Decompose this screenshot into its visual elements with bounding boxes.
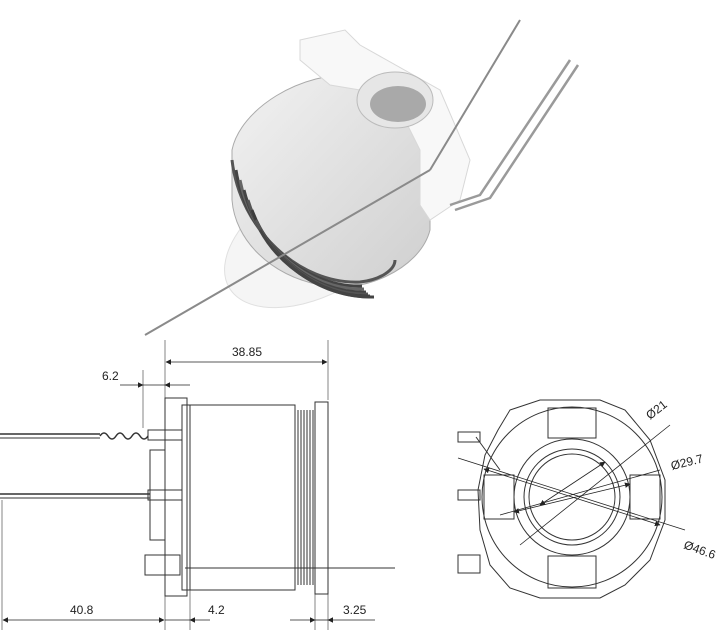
bobbin-flange-left bbox=[164, 397, 188, 597]
terminal-bottom bbox=[144, 554, 181, 576]
front-terminal-2 bbox=[457, 489, 481, 501]
label-end-flange: 3.25 bbox=[343, 603, 367, 617]
side-view bbox=[0, 340, 395, 630]
label-overall-length: 38.85 bbox=[232, 345, 262, 359]
side-windings bbox=[294, 410, 314, 585]
label-flange-offset: 6.2 bbox=[102, 369, 119, 383]
coil-photo bbox=[144, 19, 580, 336]
outer-flange bbox=[477, 399, 666, 599]
label-flange-width: 4.2 bbox=[208, 603, 225, 617]
lead-upper-coil bbox=[99, 432, 149, 440]
label-lead-length: 40.8 bbox=[70, 603, 94, 617]
rib-right bbox=[629, 474, 661, 520]
rib-bottom bbox=[547, 555, 597, 589]
coil-body-outline bbox=[189, 404, 296, 591]
lead-wire-up bbox=[429, 19, 521, 171]
terminal-block bbox=[149, 449, 166, 541]
rib-top bbox=[547, 407, 597, 439]
bobbin-flange-inner bbox=[181, 404, 191, 591]
front-view bbox=[457, 399, 686, 599]
label-inner-diameter: Ø21 bbox=[643, 397, 670, 422]
outer-circle bbox=[481, 406, 663, 588]
label-outer-diameter: Ø46.6 bbox=[682, 538, 718, 562]
end-flange bbox=[314, 401, 329, 595]
lead-wire-long bbox=[144, 169, 431, 336]
front-terminal-1 bbox=[457, 431, 481, 443]
coil-windings bbox=[230, 159, 397, 299]
front-terminal-3 bbox=[457, 554, 481, 574]
terminal-lead-1 bbox=[449, 59, 572, 207]
label-bore-diameter: Ø29.7 bbox=[669, 451, 704, 473]
terminal-upper bbox=[147, 429, 183, 441]
bore-inner bbox=[370, 86, 426, 122]
terminal-lead-2 bbox=[454, 64, 580, 212]
